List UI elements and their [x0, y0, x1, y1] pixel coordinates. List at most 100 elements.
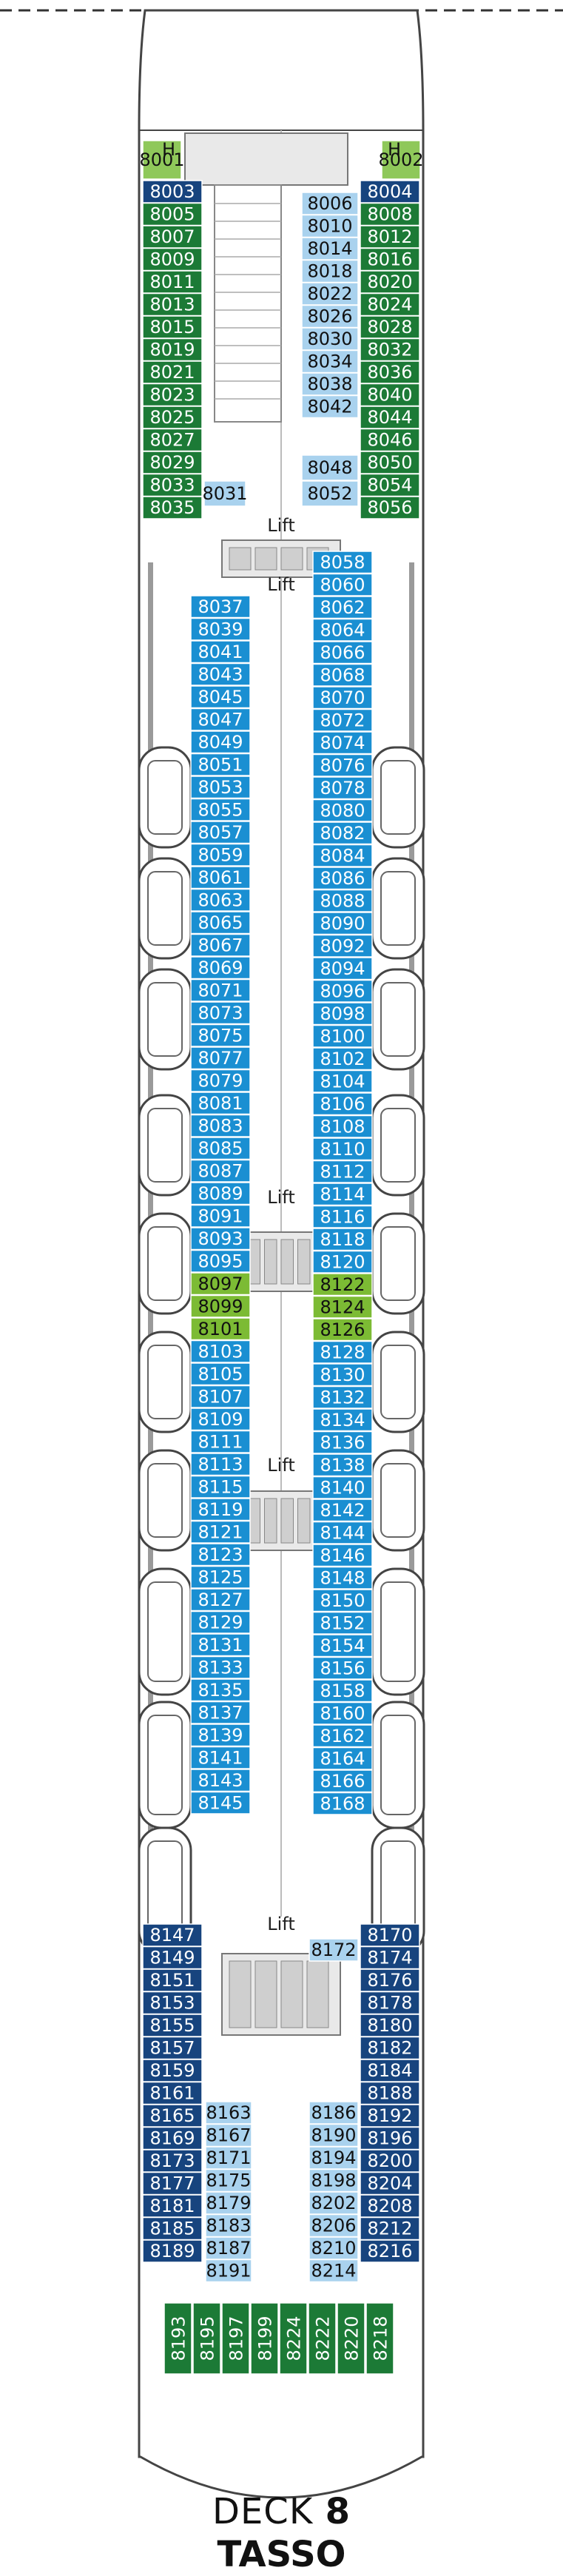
- cabin-8123[interactable]: 8123: [190, 1543, 251, 1567]
- cabin-8005-box[interactable]: [142, 202, 203, 226]
- cabin-8180-box[interactable]: [360, 2014, 420, 2037]
- cabin-8062[interactable]: 8062: [312, 596, 373, 619]
- cabin-8043[interactable]: 8043: [190, 662, 251, 686]
- cabin-8182[interactable]: 8182: [360, 2036, 420, 2060]
- cabin-8013-box[interactable]: [142, 292, 203, 317]
- cabin-8018[interactable]: 8018: [301, 259, 359, 283]
- cabin-8172-box[interactable]: [309, 1938, 359, 1962]
- cabin-8041-box[interactable]: [190, 640, 251, 664]
- cabin-8069[interactable]: 8069: [190, 956, 251, 980]
- cabin-8090[interactable]: 8090: [312, 912, 373, 935]
- cabin-8033[interactable]: 8033: [142, 473, 203, 497]
- cabin-8172[interactable]: 8172: [309, 1938, 359, 1962]
- cabin-8086-box[interactable]: [312, 867, 373, 890]
- cabin-8149-box[interactable]: [142, 1946, 203, 1970]
- cabin-8189-box[interactable]: [142, 2239, 203, 2263]
- cabin-8008[interactable]: 8008: [360, 202, 420, 226]
- cabin-8137[interactable]: 8137: [190, 1701, 251, 1724]
- cabin-8131[interactable]: 8131: [190, 1633, 251, 1657]
- cabin-8192[interactable]: 8192: [360, 2104, 420, 2128]
- cabin-8125-box[interactable]: [190, 1565, 251, 1589]
- cabin-8136-box[interactable]: [312, 1430, 373, 1454]
- cabin-8077-box[interactable]: [190, 1046, 251, 1070]
- cabin-8009-box[interactable]: [142, 247, 203, 272]
- cabin-8142[interactable]: 8142: [312, 1499, 373, 1522]
- cabin-8027-box[interactable]: [142, 428, 203, 452]
- cabin-8108[interactable]: 8108: [312, 1114, 373, 1138]
- cabin-8155[interactable]: 8155: [142, 2014, 203, 2037]
- cabin-8098[interactable]: 8098: [312, 1002, 373, 1026]
- cabin-8164-box[interactable]: [312, 1746, 373, 1770]
- cabin-8022-box[interactable]: [301, 282, 359, 306]
- cabin-8124[interactable]: 8124: [312, 1295, 373, 1319]
- cabin-8027[interactable]: 8027: [142, 428, 203, 452]
- cabin-8012[interactable]: 8012: [360, 225, 420, 249]
- cabin-8134[interactable]: 8134: [312, 1408, 373, 1432]
- cabin-8084-box[interactable]: [312, 844, 373, 867]
- cabin-8082-box[interactable]: [312, 821, 373, 845]
- cabin-8050[interactable]: 8050: [360, 451, 420, 474]
- cabin-8055-box[interactable]: [190, 798, 251, 821]
- cabin-8046[interactable]: 8046: [360, 428, 420, 452]
- cabin-8041[interactable]: 8041: [190, 640, 251, 664]
- cabin-8080-box[interactable]: [312, 798, 373, 822]
- cabin-8103-box[interactable]: [190, 1339, 251, 1363]
- cabin-8025-box[interactable]: [142, 406, 203, 429]
- cabin-8210-box[interactable]: [309, 2236, 359, 2260]
- cabin-8159-box[interactable]: [142, 2059, 203, 2082]
- cabin-8184[interactable]: 8184: [360, 2059, 420, 2082]
- cabin-8001-box[interactable]: [142, 140, 182, 180]
- cabin-8133-box[interactable]: [190, 1655, 251, 1679]
- cabin-8035[interactable]: 8035: [142, 496, 203, 519]
- cabin-8194-box[interactable]: [309, 2146, 359, 2170]
- cabin-8047[interactable]: 8047: [190, 707, 251, 731]
- cabin-8168-box[interactable]: [312, 1792, 373, 1815]
- cabin-8137-box[interactable]: [190, 1701, 251, 1724]
- cabin-8153-box[interactable]: [142, 1991, 203, 2015]
- cabin-8091[interactable]: 8091: [190, 1204, 251, 1228]
- cabin-8174[interactable]: 8174: [360, 1946, 420, 1970]
- cabin-8006[interactable]: 8006: [301, 192, 359, 215]
- cabin-8183[interactable]: 8183: [205, 2213, 252, 2238]
- cabin-8093-box[interactable]: [190, 1227, 251, 1251]
- cabin-8021-box[interactable]: [142, 360, 203, 384]
- cabin-8016[interactable]: 8016: [360, 247, 420, 272]
- cabin-8071-box[interactable]: [190, 978, 251, 1002]
- cabin-8197-box[interactable]: [221, 2302, 250, 2375]
- cabin-8193[interactable]: 8193: [163, 2302, 192, 2375]
- cabin-8005[interactable]: 8005: [142, 202, 203, 226]
- cabin-8218-box[interactable]: [365, 2302, 394, 2375]
- cabin-8099[interactable]: 8099: [190, 1294, 251, 1318]
- cabin-8120-box[interactable]: [312, 1250, 373, 1274]
- cabin-8114[interactable]: 8114: [312, 1183, 373, 1206]
- cabin-8045[interactable]: 8045: [190, 685, 251, 709]
- cabin-8076[interactable]: 8076: [312, 753, 373, 777]
- cabin-8094[interactable]: 8094: [312, 957, 373, 981]
- cabin-8029[interactable]: 8029: [142, 451, 203, 474]
- cabin-8092[interactable]: 8092: [312, 934, 373, 958]
- cabin-8014-box[interactable]: [301, 237, 359, 260]
- cabin-8127[interactable]: 8127: [190, 1588, 251, 1612]
- cabin-8081[interactable]: 8081: [190, 1092, 251, 1115]
- cabin-8208-box[interactable]: [360, 2194, 420, 2218]
- cabin-8099-box[interactable]: [190, 1294, 251, 1318]
- cabin-8192-box[interactable]: [360, 2104, 420, 2128]
- cabin-8130-box[interactable]: [312, 1363, 373, 1387]
- cabin-8163-box[interactable]: [205, 2101, 252, 2125]
- cabin-8026[interactable]: 8026: [301, 304, 359, 329]
- cabin-8129[interactable]: 8129: [190, 1610, 251, 1634]
- cabin-8061[interactable]: 8061: [190, 866, 251, 890]
- cabin-8160[interactable]: 8160: [312, 1701, 373, 1725]
- cabin-8088[interactable]: 8088: [312, 889, 373, 912]
- cabin-8024[interactable]: 8024: [360, 292, 420, 317]
- cabin-8104-box[interactable]: [312, 1069, 373, 1093]
- cabin-8048-box[interactable]: [301, 454, 359, 481]
- cabin-8147-box[interactable]: [142, 1923, 203, 1947]
- cabin-8122[interactable]: 8122: [312, 1273, 373, 1297]
- cabin-8162-box[interactable]: [312, 1724, 373, 1748]
- cabin-8047-box[interactable]: [190, 707, 251, 731]
- cabin-8042-box[interactable]: [301, 394, 359, 419]
- cabin-8069-box[interactable]: [190, 956, 251, 980]
- cabin-8074[interactable]: 8074: [312, 731, 373, 755]
- cabin-8063-box[interactable]: [190, 888, 251, 912]
